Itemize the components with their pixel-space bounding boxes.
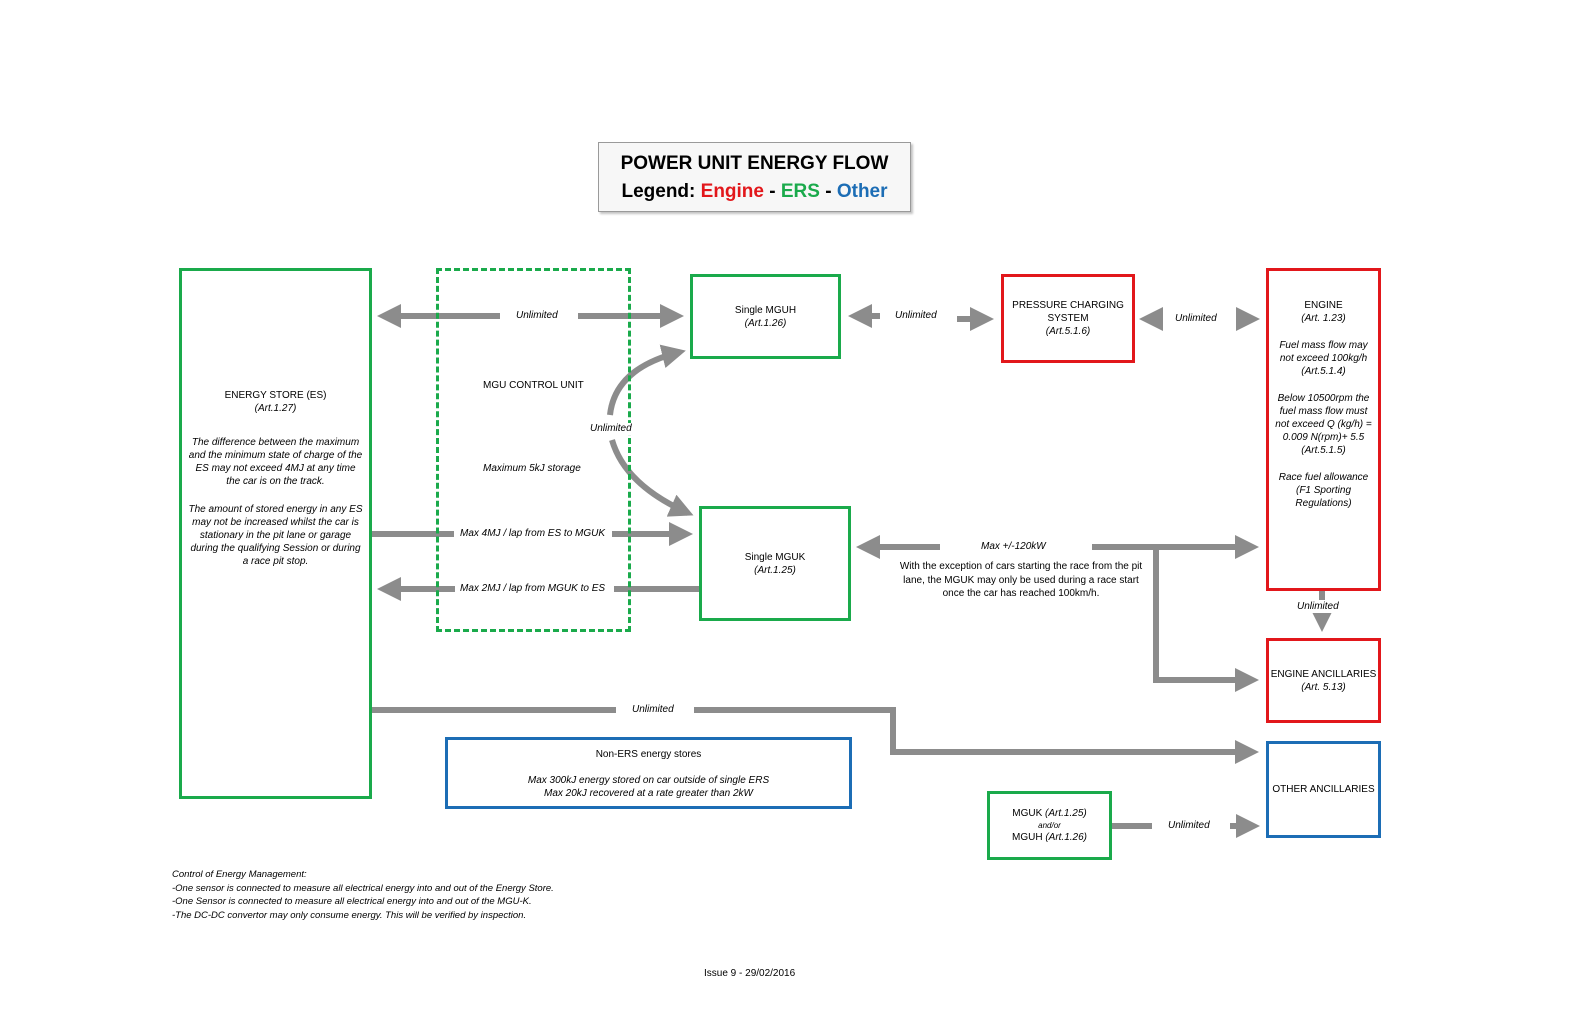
label-mguk-note: With the exception of cars starting the … [899, 561, 1143, 599]
legend-separator: - [825, 181, 832, 202]
notes-line-2: -One Sensor is connected to measure all … [172, 896, 532, 907]
engine-title: ENGINE [1304, 300, 1343, 311]
mguh-ref: (Art.1.26) [744, 317, 787, 329]
mguk-ref-small: (Art.1.25) [1045, 808, 1087, 819]
energy-store-title: ENERGY STORE (ES) [224, 390, 327, 401]
label-es-other: Unlimited [629, 704, 677, 716]
energy-store-box: ENERGY STORE (ES) (Art.1.27) The differe… [179, 268, 372, 799]
ancillaries-title: ENGINE ANCILLARIES [1270, 668, 1377, 680]
other-ancillaries-title: OTHER ANCILLARIES [1272, 784, 1375, 795]
label-mguk-engine: Max +/-120kW [978, 541, 1049, 553]
mguk-title: Single MGUK [744, 551, 806, 563]
non-ers-box: Non-ERS energy stores Max 300kJ energy s… [445, 737, 852, 809]
energy-store-text-2: The amount of stored energy in any ES ma… [188, 504, 363, 567]
legend-box: POWER UNIT ENERGY FLOW Legend: Engine - … [598, 142, 911, 212]
legend-row: Legend: Engine - ERS - Other [599, 178, 910, 206]
legend-engine: Engine [700, 181, 764, 202]
arrow-mguh-to-mguk [609, 439, 694, 517]
engine-fuel-flow: Fuel mass flow may not exceed 100kg/h (A… [1279, 340, 1368, 377]
notes-line-1: -One sensor is connected to measure all … [172, 882, 554, 894]
legend-separator: - [769, 181, 776, 202]
mguk-box: Single MGUK (Art.1.25) [699, 506, 851, 621]
notes-title: Control of Energy Management: [172, 869, 307, 880]
mguh-name: MGUH [1011, 832, 1043, 843]
mguk-name: MGUK [1012, 808, 1043, 819]
label-es-mguh: Unlimited [513, 310, 561, 322]
engine-fuel-allowance: Race fuel allowance (F1 Sporting Regulat… [1278, 472, 1369, 509]
issue-footer: Issue 9 - 29/02/2016 [704, 968, 796, 979]
mgu-control-unit-region [436, 268, 631, 632]
legend-prefix: Legend: [621, 181, 696, 202]
diagram-title: POWER UNIT ENERGY FLOW [620, 153, 889, 174]
engine-ancillaries-box: ENGINE ANCILLARIES (Art. 5.13) [1266, 638, 1381, 723]
energy-store-text-1: The difference between the maximum and t… [188, 437, 363, 487]
mguk-ref: (Art.1.25) [754, 564, 796, 576]
non-ers-line-1: Max 300kJ energy stored on car outside o… [527, 775, 770, 786]
mgu-storage-label: Maximum 5kJ storage [483, 463, 581, 474]
pcs-title-1: PRESSURE CHARGING [1012, 300, 1124, 311]
engine-box: ENGINE (Art. 1.23) Fuel mass flow may no… [1266, 268, 1381, 591]
pressure-charging-box: PRESSURE CHARGING SYSTEM (Art.5.1.6) [1001, 274, 1135, 363]
other-ancillaries-box: OTHER ANCILLARIES [1266, 741, 1381, 838]
arrow-es-to-other [372, 707, 1253, 752]
energy-management-notes: Control of Energy Management: -One senso… [172, 868, 554, 922]
label-mgu-other: Unlimited [1165, 820, 1213, 832]
engine-ref: (Art. 1.23) [1301, 313, 1346, 324]
mguk-line: MGUK (Art.1.25) [1012, 807, 1086, 820]
mguh-ref-small: (Art.1.26) [1045, 832, 1088, 843]
non-ers-line-2: Max 20kJ recovered at a rate greater tha… [544, 788, 753, 799]
legend-ers: ERS [780, 181, 820, 202]
label-engine-ancillaries: Unlimited [1294, 601, 1342, 613]
ancillaries-ref: (Art. 5.13) [1301, 681, 1346, 693]
engine-rpm-limit: Below 10500rpm the fuel mass flow must n… [1275, 393, 1372, 456]
mgu-control-unit-title: MGU CONTROL UNIT [483, 380, 584, 391]
pcs-title-2: SYSTEM [1047, 313, 1089, 324]
notes-line-3: -The DC-DC convertor may only consume en… [172, 909, 527, 921]
label-mguk-to-es: Max 2MJ / lap from MGUK to ES [457, 583, 609, 595]
legend-other: Other [836, 181, 888, 202]
label-es-to-mguk: Max 4MJ / lap from ES to MGUK [457, 528, 609, 540]
label-pcs-engine: Unlimited [1172, 313, 1220, 325]
pcs-ref: (Art.5.1.6) [1045, 326, 1091, 337]
label-mguh-pcs: Unlimited [892, 310, 940, 322]
non-ers-title: Non-ERS energy stores [595, 749, 702, 760]
mguh-line: MGUH (Art.1.26) [1012, 831, 1087, 844]
arrow-mguk-to-ancillaries [1153, 547, 1259, 692]
energy-store-ref: (Art.1.27) [254, 403, 297, 414]
mguh-box: Single MGUH (Art.1.26) [690, 274, 841, 359]
label-mguh-mguk: Unlimited [587, 423, 635, 435]
mguh-title: Single MGUH [734, 304, 797, 316]
andor-label: and/or [1038, 821, 1061, 830]
mguk-mguh-box: MGUK (Art.1.25) and/or MGUH (Art.1.26) [987, 791, 1112, 860]
